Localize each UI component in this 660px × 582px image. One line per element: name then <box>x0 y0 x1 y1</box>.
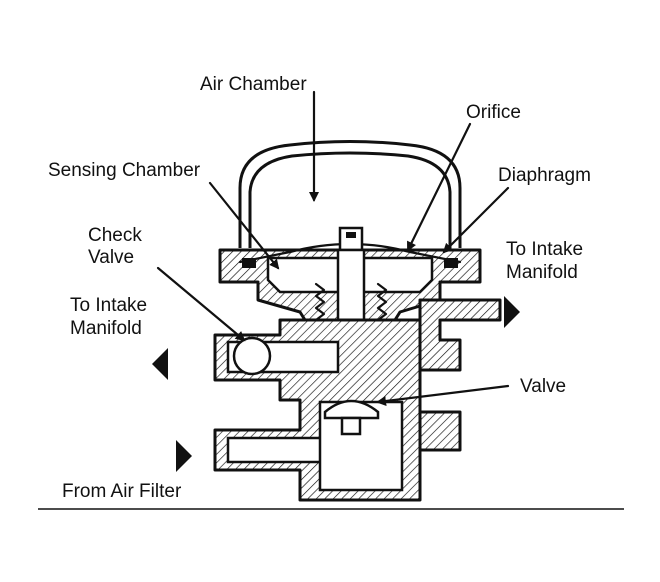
flow-arrows <box>152 296 520 472</box>
label-intake-left-line2: Manifold <box>70 318 142 339</box>
label-air-filter: From Air Filter <box>62 481 182 502</box>
label-check-valve-line2: Valve <box>88 247 134 268</box>
inflow-arrow <box>176 440 192 472</box>
label-diaphragm: Diaphragm <box>498 165 591 186</box>
label-intake-right-line2: Manifold <box>506 262 578 283</box>
label-check-valve-line1: Check <box>88 225 142 246</box>
outflow-left-arrow <box>152 348 168 380</box>
valve-head <box>323 399 380 436</box>
air-chamber-dome <box>238 140 462 248</box>
valve-lower-body <box>213 318 422 502</box>
label-valve: Valve <box>520 376 566 397</box>
label-intake-left-line1: To Intake <box>70 295 147 316</box>
labels: Air Chamber Orifice Sensing Chamber Diap… <box>48 74 591 502</box>
label-sensing-chamber: Sensing Chamber <box>48 160 201 181</box>
label-orifice: Orifice <box>466 102 521 123</box>
label-intake-right-line1: To Intake <box>506 239 583 260</box>
label-air-chamber: Air Chamber <box>200 74 307 95</box>
leader-lines <box>156 90 510 406</box>
right-ports <box>418 298 502 452</box>
outflow-right-arrow <box>504 296 520 328</box>
